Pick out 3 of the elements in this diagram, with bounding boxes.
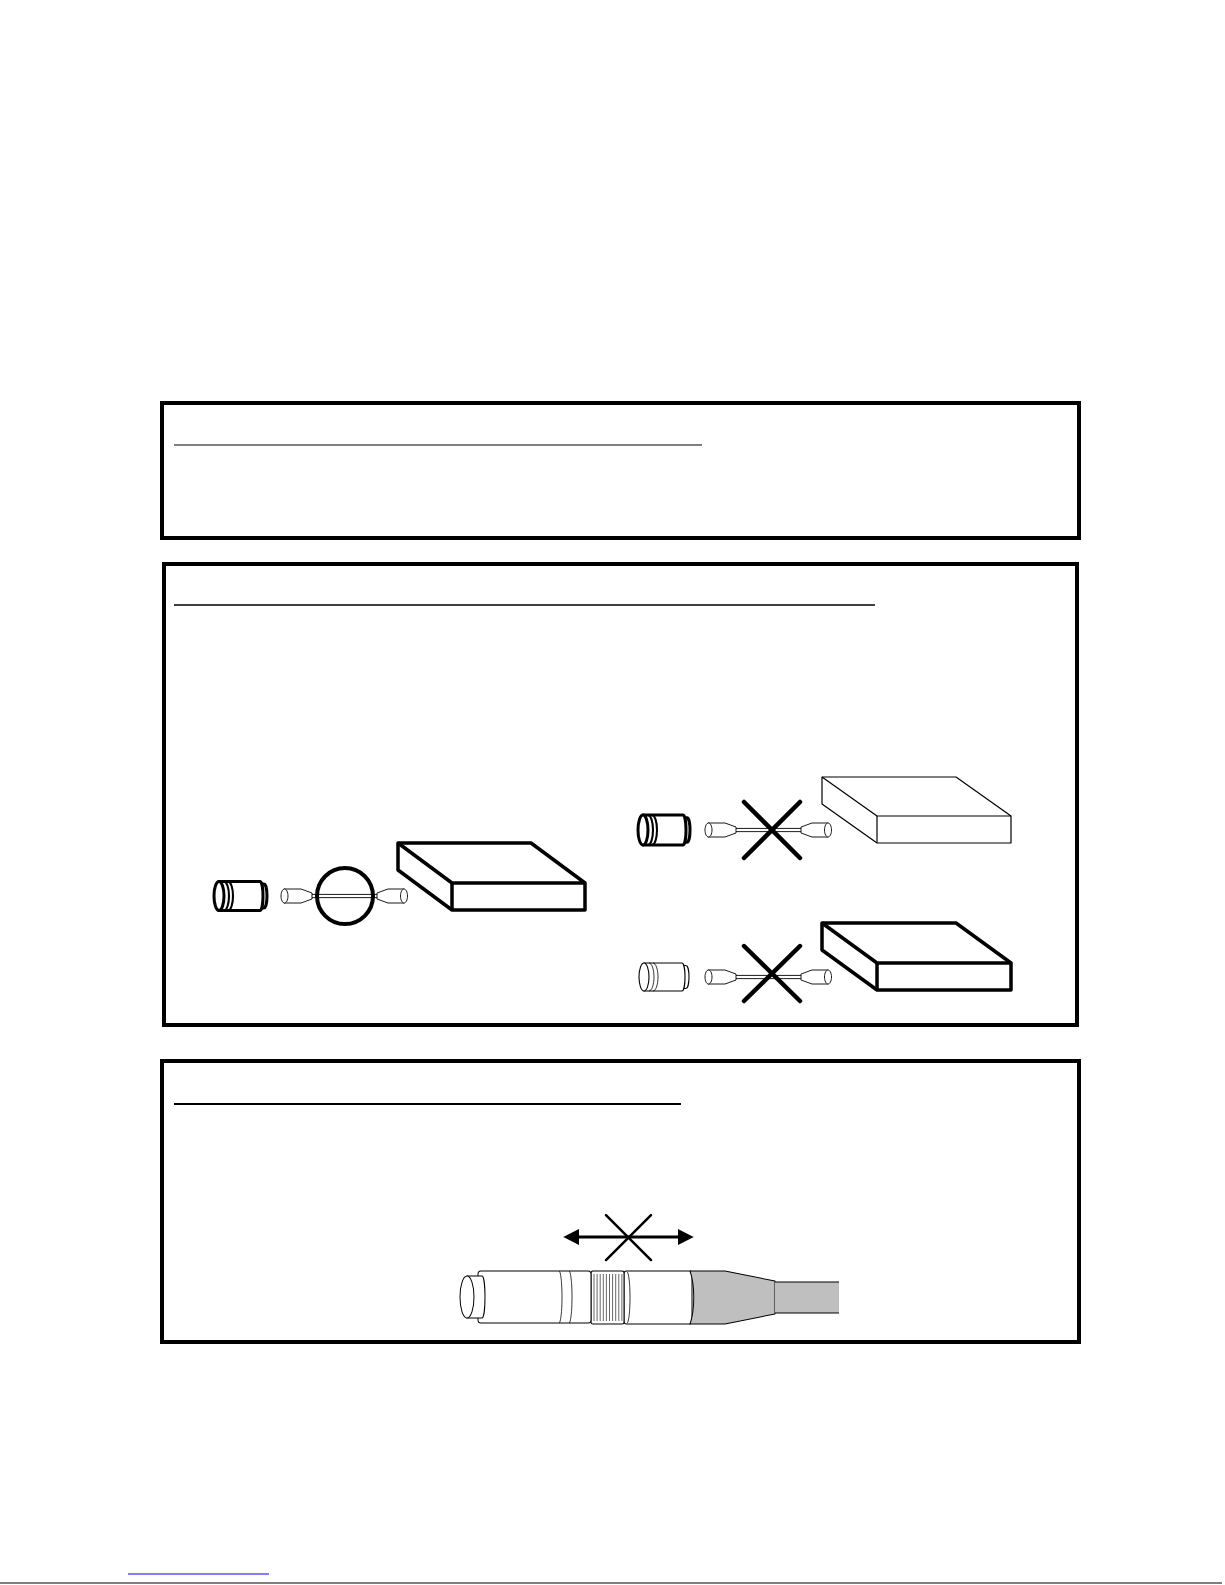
panel-box bbox=[160, 1059, 1081, 1344]
panel-box bbox=[162, 562, 1079, 1027]
panel-box bbox=[160, 401, 1081, 540]
